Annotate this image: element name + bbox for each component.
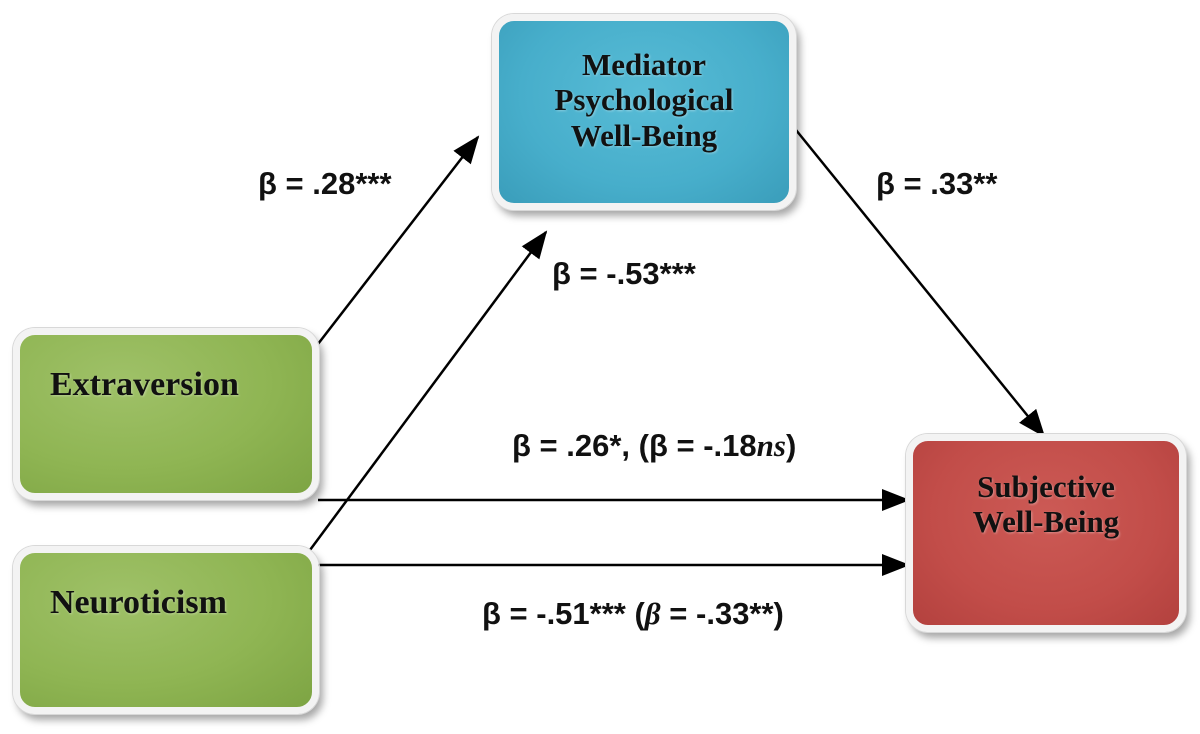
edge-label-neuroticism-subjective-italic: β xyxy=(644,596,661,631)
edge-label-neuroticism-subjective-main: β = -.51*** ( xyxy=(482,596,645,631)
subjective-label-line1: Subjective xyxy=(977,469,1115,504)
mediator-label: Mediator Psychological Well-Being xyxy=(499,47,789,153)
subjective-wellbeing-node: Subjective Well-Being xyxy=(906,434,1186,632)
arrow-neuroticism-to-mediator xyxy=(308,230,548,551)
mediator-label-line3: Well-Being xyxy=(570,117,718,153)
subjective-wellbeing-label: Subjective Well-Being xyxy=(913,469,1179,540)
edge-label-neuroticism-mediator: β = -.53*** xyxy=(552,256,696,291)
edge-label-extraversion-subjective-main: β = .26*, (β = -.18 xyxy=(512,428,757,463)
edge-label-extraversion-subjective: β = .26*, (β = -.18ns) xyxy=(512,428,796,464)
arrow-mediator-to-subjective xyxy=(795,129,1046,438)
mediator-label-line1: Mediator xyxy=(582,47,706,82)
edge-label-extraversion-subjective-end: ) xyxy=(785,428,797,463)
neuroticism-node: Neuroticism xyxy=(13,546,319,714)
edge-label-neuroticism-subjective-end: = -.33**) xyxy=(660,596,784,631)
edge-label-mediator-subjective: β = .33** xyxy=(876,166,998,201)
mediator-node: Mediator Psychological Well-Being xyxy=(492,14,796,210)
neuroticism-label: Neuroticism xyxy=(50,584,227,621)
edge-label-extraversion-mediator: β = .28*** xyxy=(258,166,392,201)
edge-label-extraversion-subjective-italic: ns xyxy=(756,428,786,463)
extraversion-node: Extraversion xyxy=(13,328,319,500)
subjective-label-line2: Well-Being xyxy=(972,504,1120,540)
mediator-label-line2: Psychological xyxy=(554,82,734,118)
arrow-extraversion-to-mediator xyxy=(317,135,480,345)
edge-label-neuroticism-subjective: β = -.51*** (β = -.33**) xyxy=(482,596,784,632)
extraversion-label: Extraversion xyxy=(50,366,239,403)
